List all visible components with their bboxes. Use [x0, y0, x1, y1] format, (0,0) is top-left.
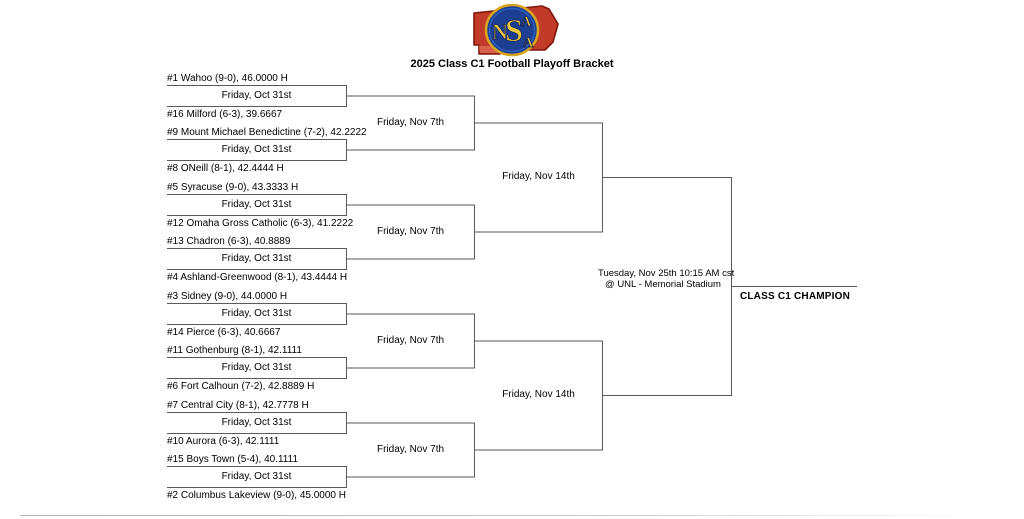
round1-date: Friday, Oct 31st: [221, 362, 292, 373]
page-bottom-edge: [20, 515, 1024, 516]
logo-letter-a2: A: [523, 35, 534, 51]
round1-date: Friday, Oct 31st: [221, 90, 292, 101]
team-label: #16 Milford (6-3), 39.6667: [167, 109, 283, 120]
page-title: 2025 Class C1 Football Playoff Bracket: [410, 58, 614, 70]
semifinal-date: Friday, Nov 14th: [502, 389, 575, 400]
round2-date: Friday, Nov 7th: [376, 117, 445, 128]
logo-letter-n: N: [492, 19, 508, 44]
team-label: #1 Wahoo (9-0), 46.0000 H: [167, 73, 288, 84]
team-label: #4 Ashland-Greenwood (8-1), 43.4444 H: [167, 272, 348, 283]
team-label: #5 Syracuse (9-0), 43.3333 H: [167, 182, 299, 193]
team-label: #2 Columbus Lakeview (9-0), 45.0000 H: [167, 490, 346, 501]
nsaa-logo: N S A A: [473, 3, 559, 57]
team-label: #11 Gothenburg (8-1), 42.1111: [167, 345, 302, 356]
round1-date: Friday, Oct 31st: [221, 144, 292, 155]
team-label: #6 Fort Calhoun (7-2), 42.8889 H: [167, 381, 315, 392]
round1-date: Friday, Oct 31st: [221, 308, 292, 319]
logo-letter-s: S: [505, 12, 523, 48]
team-label: #9 Mount Michael Benedictine (7-2), 42.2…: [167, 127, 367, 138]
team-label: #15 Boys Town (5-4), 40.1111: [167, 454, 299, 465]
round2-date: Friday, Nov 7th: [376, 444, 445, 455]
team-label: #12 Omaha Gross Catholic (6-3), 41.2222: [167, 218, 354, 229]
round1-date: Friday, Oct 31st: [221, 253, 292, 264]
team-label: #3 Sidney (9-0), 44.0000 H: [167, 291, 288, 302]
team-label: #13 Chadron (6-3), 40.8889: [167, 236, 291, 247]
round2-date: Friday, Nov 7th: [376, 335, 445, 346]
team-label: #10 Aurora (6-3), 42.1111: [167, 436, 280, 447]
semifinal-date: Friday, Nov 14th: [502, 171, 575, 182]
team-label: #7 Central City (8-1), 42.7778 H: [167, 400, 309, 411]
final-date-line1: Tuesday, Nov 25th 10:15 AM cst: [598, 268, 735, 279]
round1-date: Friday, Oct 31st: [221, 471, 292, 482]
round2-date: Friday, Nov 7th: [376, 226, 445, 237]
champion-label: CLASS C1 CHAMPION: [739, 291, 851, 302]
team-label: #14 Pierce (6-3), 40.6667: [167, 327, 281, 338]
nsaa-emblem-ring: [484, 3, 540, 57]
round1-date: Friday, Oct 31st: [221, 417, 292, 428]
team-label: #8 ONeill (8-1), 42.4444 H: [167, 163, 284, 174]
nsaa-emblem-inner: [488, 7, 536, 53]
final-date: Tuesday, Nov 25th 10:15 AM cst @ UNL - M…: [598, 268, 735, 290]
logo-letter-a1: A: [521, 14, 532, 30]
final-date-line2: @ UNL - Memorial Stadium: [605, 279, 721, 290]
round1-date: Friday, Oct 31st: [221, 199, 292, 210]
